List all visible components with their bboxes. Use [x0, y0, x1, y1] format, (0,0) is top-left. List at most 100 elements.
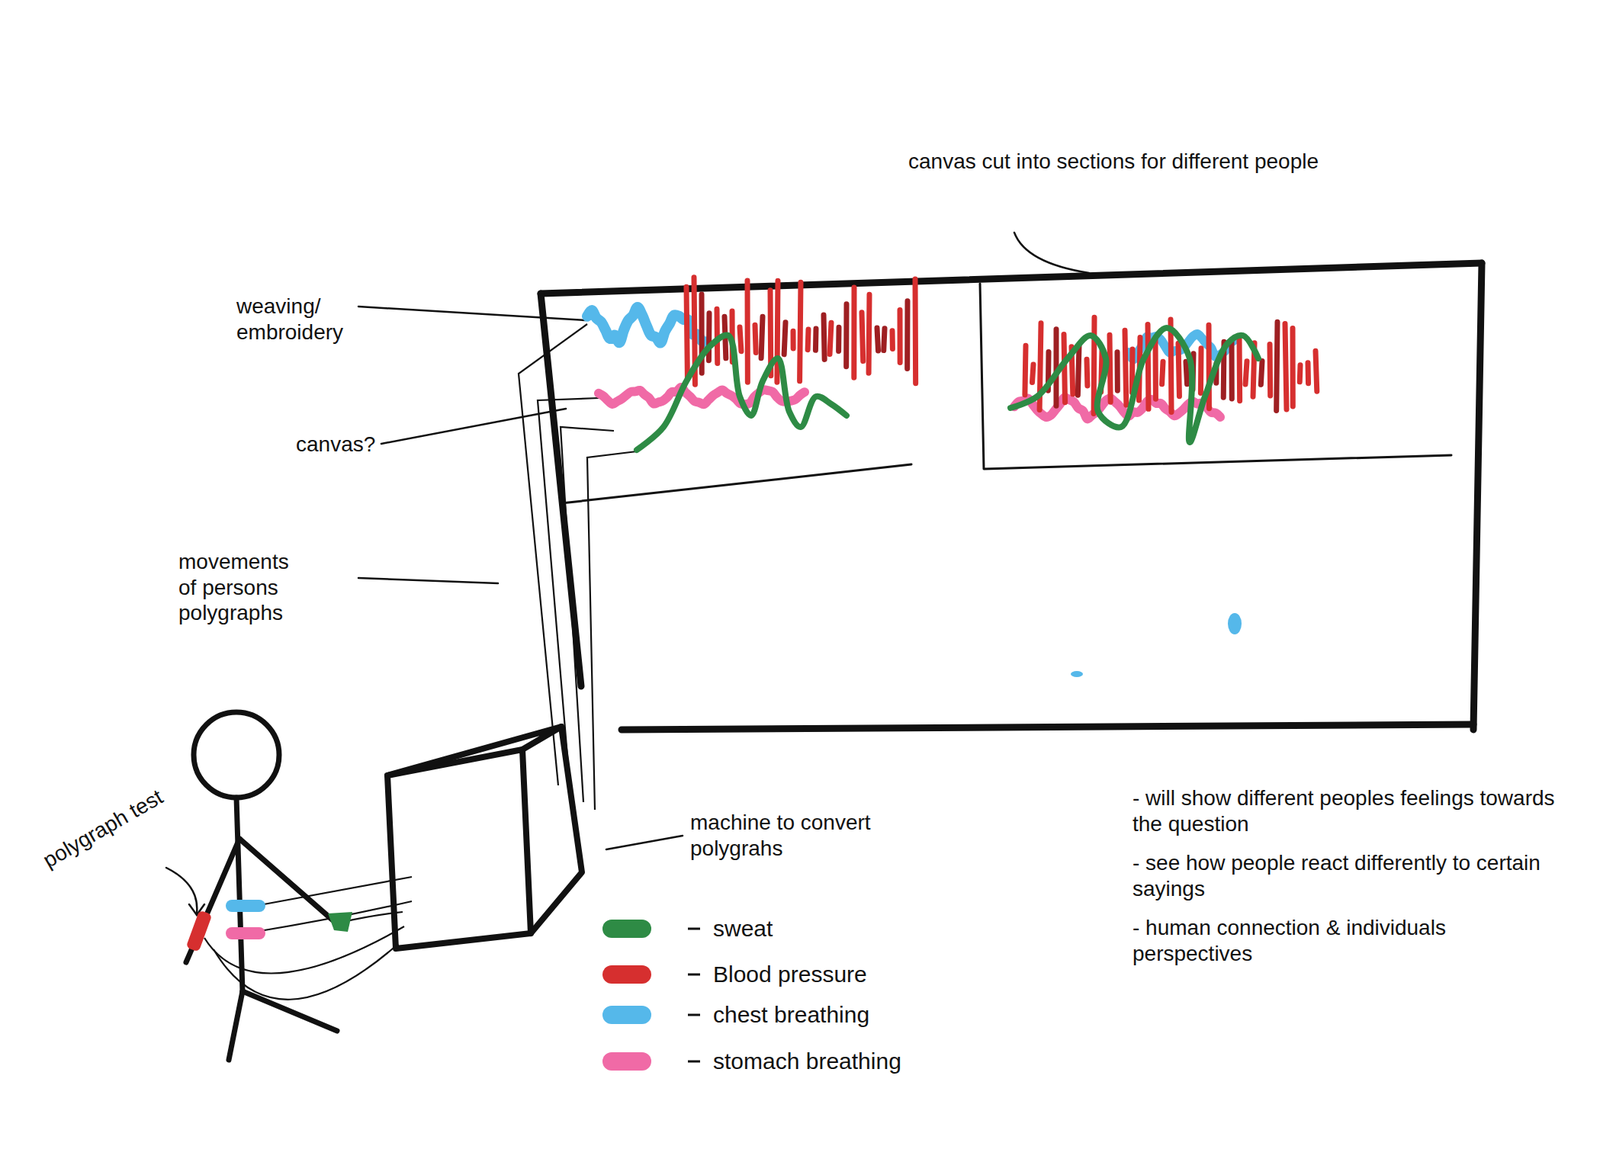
legend-swatch [602, 1005, 652, 1025]
dash [687, 1014, 701, 1017]
pressure-spike [783, 322, 786, 355]
pressure-spike [843, 304, 849, 367]
callout-label: movements of persons polygraphs [178, 549, 312, 627]
leader-line [358, 306, 586, 321]
machine-top [387, 726, 562, 776]
pressure-spike [1145, 324, 1152, 409]
person-body [236, 797, 243, 992]
pressure-spike [1185, 361, 1188, 384]
pressure-spike [745, 280, 751, 383]
pressure-spike [904, 301, 910, 370]
pressure-spike [823, 314, 825, 360]
sensor-bands [186, 899, 353, 953]
pressure-spike [1077, 345, 1080, 396]
person-figure [186, 712, 338, 1061]
callout-label: canvas? [295, 431, 403, 458]
pressure-spike [1229, 340, 1235, 399]
pressure-spike [755, 324, 756, 353]
pressure-spike [866, 294, 873, 373]
pressure-spike [829, 322, 832, 354]
callout-label: weaving/ embroidery [236, 293, 382, 345]
legend-swatch [602, 919, 652, 939]
canvas-bottom [621, 724, 1474, 730]
legend-label: stomach breathing [713, 1048, 902, 1075]
pressure-spike [1260, 360, 1263, 385]
pressure-spike [1315, 350, 1318, 392]
machine-side [530, 726, 582, 934]
pressure-spike [1236, 336, 1244, 402]
pressure-spike [1285, 323, 1287, 410]
thread-dot [1070, 671, 1083, 678]
note-text: - will show different peoples feelings t… [1132, 785, 1560, 837]
pressure-spike [812, 328, 820, 351]
canvas-right [1473, 263, 1482, 730]
wire [255, 901, 412, 932]
pressure-spike [861, 312, 864, 362]
pressure-spike [686, 286, 688, 379]
legend-label: Blood pressure [713, 961, 868, 988]
canvas-note: canvas cut into sections for different p… [899, 148, 1327, 175]
pressure-spike [739, 327, 742, 352]
section-divider [984, 455, 1452, 470]
pressure-spike [805, 329, 812, 351]
canvas-frame [540, 263, 1482, 730]
machine-front [387, 749, 531, 949]
pressure-spike [1024, 345, 1026, 396]
pressure-spike [1267, 343, 1274, 396]
pressure-spike [1178, 343, 1180, 396]
machine-box [387, 726, 582, 949]
person-leg [242, 991, 338, 1032]
section-divider [561, 464, 912, 504]
callout-label: machine to convert polygrahs [690, 809, 942, 862]
pressure-spike [790, 330, 797, 349]
canvas-top [540, 263, 1482, 294]
pressure-spike [1290, 327, 1296, 407]
pressure-spike [761, 316, 763, 358]
legend-swatch [602, 965, 652, 984]
pressure-spike [1297, 365, 1304, 383]
pressure-spike [1063, 334, 1066, 403]
note-text: - see how people react differently to ce… [1132, 850, 1560, 902]
wire [518, 324, 588, 786]
leader-lines [166, 232, 1090, 916]
wire [587, 451, 637, 810]
pressure-spike [912, 279, 919, 384]
sweat-sensor [327, 912, 353, 932]
pressure-spike [883, 328, 885, 351]
legend-swatch [602, 1052, 652, 1071]
pressure-spike [1245, 361, 1247, 385]
leader-line [1014, 232, 1090, 274]
dash [687, 973, 701, 977]
wire [255, 877, 412, 907]
leader-line [358, 578, 498, 584]
pressure-spike [800, 282, 801, 382]
pressure-spike [1114, 352, 1121, 391]
pressure-spike [1162, 361, 1164, 385]
stomach-band [225, 927, 266, 940]
pressure-spike [897, 310, 903, 364]
pressure-spike [1170, 319, 1172, 412]
pressure-spike [1153, 339, 1159, 399]
person-leg [228, 991, 243, 1061]
pressure-spike [1305, 363, 1312, 384]
pressure-cuff [186, 909, 213, 952]
trace-curve [1010, 327, 1259, 443]
legend-dashes [687, 928, 701, 1062]
wire [204, 926, 405, 974]
pressure-spike [889, 330, 896, 350]
pressure-spike [877, 327, 879, 351]
pressure-spike [835, 327, 842, 351]
chest-band [225, 899, 266, 913]
trace-wave [598, 387, 805, 405]
legend-label: sweat [713, 915, 773, 942]
pressure-spike [851, 287, 857, 378]
thread-dot [1227, 613, 1242, 635]
legend-label: chest breathing [713, 1002, 870, 1029]
pressure-spike [1109, 334, 1111, 402]
pressure-spike [1084, 359, 1091, 386]
polygraph-embroidery [587, 277, 1318, 678]
pressure-spike [1276, 321, 1278, 411]
person-head [193, 712, 280, 798]
leader-line [606, 835, 683, 850]
